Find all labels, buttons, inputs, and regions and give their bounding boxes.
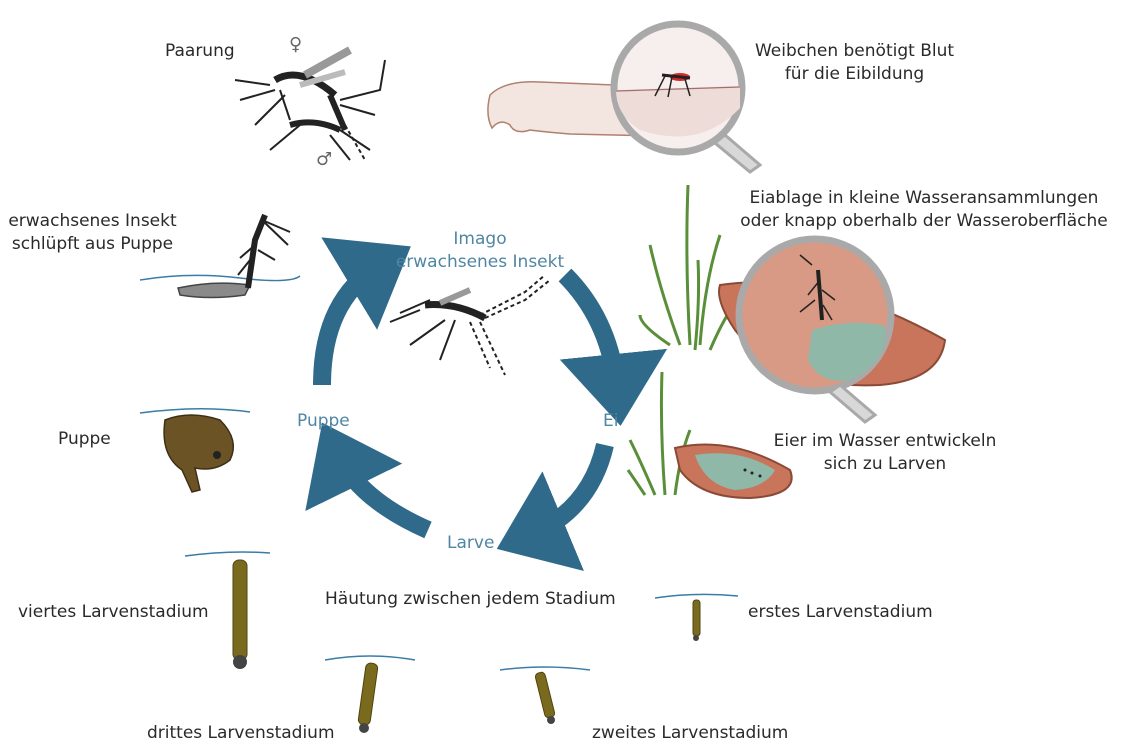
label-instar-1: erstes Larvenstadium [748,601,933,624]
mating-mosquitoes [235,50,385,160]
pupa-illustration [140,409,250,492]
label-egg: Ei [603,410,618,433]
label-larva: Larve [447,532,494,555]
label-moulting: Häutung zwischen jedem Stadium [325,588,616,611]
label-egglaying-line1: Eiablage in kleine Wasseransammlungen [740,187,1108,210]
label-imago: Imago erwachsenes Insekt [380,228,580,274]
label-instar-4: viertes Larvenstadium [18,601,209,624]
label-mating: Paarung [165,40,235,63]
label-blood-line1: Weibchen benötigt Blut [742,40,967,63]
arrow-pupa-to-imago [322,265,380,385]
label-develop-line2: sich zu Larven [765,453,1005,476]
label-egglaying-line2: oder knapp oberhalb der Wasseroberfläche [740,210,1108,233]
label-pupa-cycle: Puppe [297,410,350,433]
label-emerge-line1: erwachsenes Insekt [5,210,180,233]
label-imago-title: Imago [380,228,580,251]
larva-stage-2 [500,667,590,724]
label-adult-emerges: erwachsenes Insekt schlüpft aus Puppe [5,210,180,256]
arm-with-magnifier [488,24,760,172]
label-egg-laying: Eiablage in kleine Wasseransammlungen od… [740,187,1108,233]
label-blood-line2: für die Eibildung [742,63,967,86]
label-eggs-develop: Eier im Wasser entwickeln sich zu Larven [765,430,1005,476]
larva-stage-3 [325,656,415,733]
arrow-egg-to-larva [530,445,605,535]
label-instar-3: drittes Larvenstadium [147,722,335,745]
arrow-imago-to-egg [565,275,617,390]
label-blood-meal: Weibchen benötigt Blut für die Eibildung [742,40,967,86]
label-emerge-line2: schlüpft aus Puppe [5,233,180,256]
larva-stage-1 [655,594,738,641]
male-symbol: ♂ [316,148,332,171]
grass-right [628,372,690,495]
adult-mosquito [390,275,550,375]
dish-egg-laying [719,239,945,422]
cycle-arrows [322,265,617,535]
label-imago-subtitle: erwachsenes Insekt [380,251,580,274]
female-symbol: ♀ [289,33,302,56]
label-pupa: Puppe [58,428,111,451]
label-develop-line1: Eier im Wasser entwickeln [765,430,1005,453]
label-instar-2: zweites Larvenstadium [592,722,788,745]
grass-left [640,185,738,350]
arrow-larva-to-pupa [338,455,428,530]
